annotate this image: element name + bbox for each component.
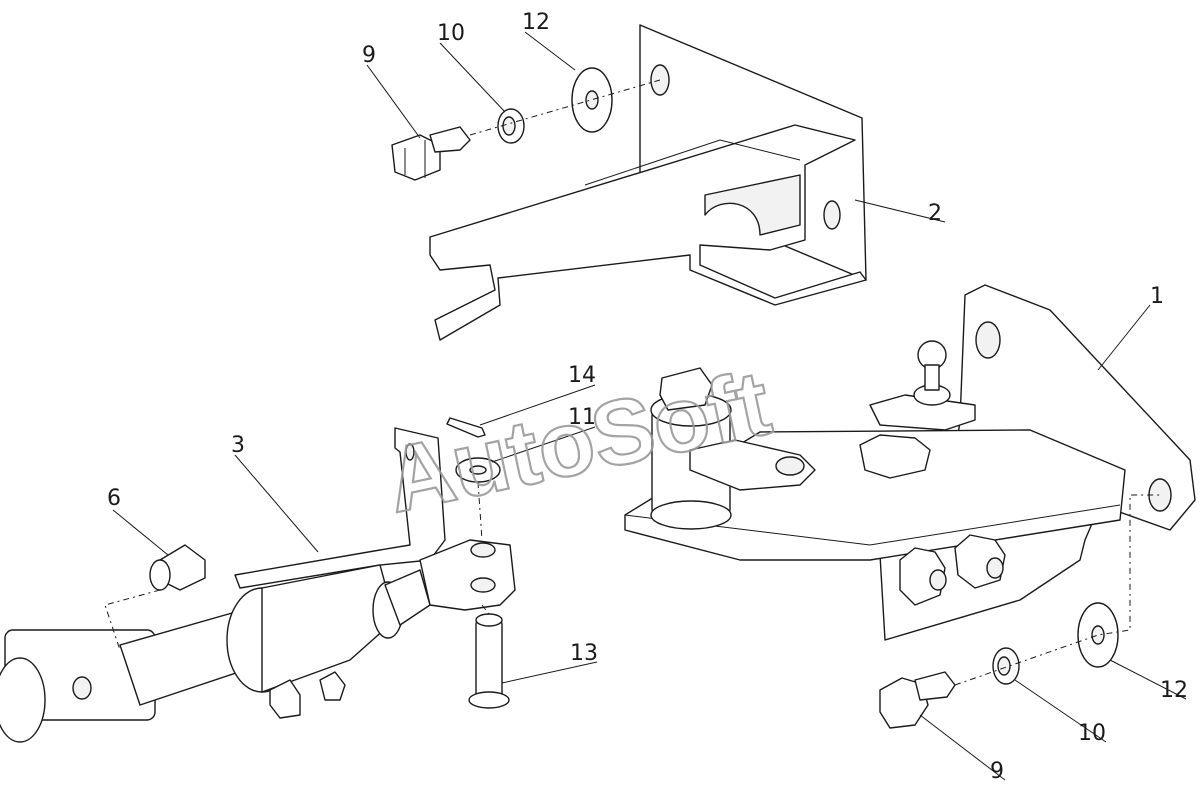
callout-9-bottom: 9 [990,759,1004,784]
axis-line-top [469,79,661,136]
callout-2: 2 [928,201,942,226]
callout-6: 6 [107,486,121,511]
callout-10-top: 10 [437,21,465,46]
axis-line-bottom [954,494,1160,686]
callout-12-bottom: 12 [1160,678,1188,703]
axis-line-pin [477,481,490,615]
part-13-pin [468,613,510,709]
callout-13: 13 [570,641,598,666]
callout-10-bottom: 10 [1078,721,1106,746]
leader-lines [112,31,1187,781]
callout-11: 11 [568,405,596,430]
axis-line-plug [104,589,161,651]
lock-washer-10-bottom [992,647,1020,685]
bolt-9-top [391,126,471,181]
callout-1: 1 [1150,284,1164,309]
part-14-cotter-pin [446,417,486,438]
callout-14: 14 [568,363,596,388]
lock-washer-10-top [497,108,525,144]
callout-labels: 1 2 3 6 9 10 12 14 11 13 12 10 9 [107,10,1188,784]
callout-9-top: 9 [362,43,376,68]
part-2-upper-bracket [429,24,867,341]
callout-3: 3 [231,433,245,458]
flat-washer-12-top [571,67,613,133]
flat-washer-12-bottom [1077,602,1119,668]
bolt-9-bottom [879,671,956,729]
part-3-actuator [0,427,516,743]
part-6-plug [149,544,206,591]
part-1-lower-bracket [624,284,1196,641]
callout-12-top: 12 [522,10,550,35]
